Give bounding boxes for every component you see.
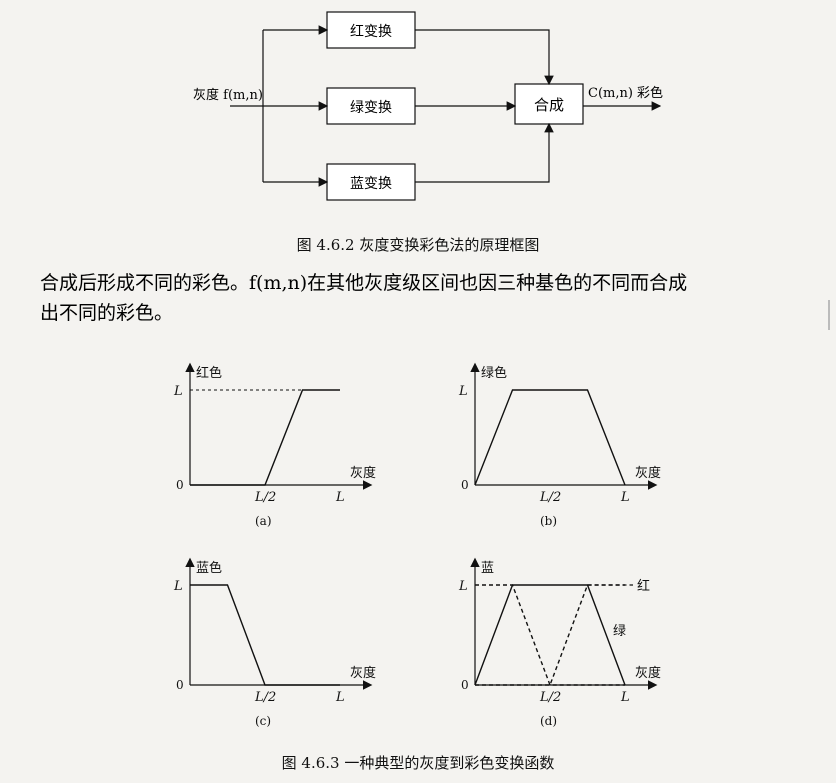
y-tick-label-L: L xyxy=(458,579,468,594)
figure-caption-4-6-3: 图 4.6.3 一种典型的灰度到彩色变换函数 xyxy=(281,754,555,772)
series-line-2 xyxy=(475,584,625,686)
y-axis-label: 红色 xyxy=(196,365,222,381)
red-transform-box xyxy=(326,11,416,49)
blue-transform-label: 蓝变换 xyxy=(350,175,392,192)
y-axis-label: 绿色 xyxy=(481,365,507,381)
margin-mark xyxy=(828,300,830,330)
input-label: 灰度 f(m,n) xyxy=(193,87,263,103)
x-tick-label-L: L xyxy=(335,490,345,505)
x-tick-label-half: L/2 xyxy=(539,690,561,705)
series-line xyxy=(190,389,340,486)
y-tick-label-L: L xyxy=(173,384,183,399)
series-line-0 xyxy=(475,584,625,686)
block-diagram: 红变换 绿变换 蓝变换 合成 灰度 f(m,n) C(m,n) 彩色 xyxy=(193,11,663,201)
x-axis-label: 灰度 xyxy=(635,665,661,681)
x-tick-label-half: L/2 xyxy=(254,490,276,505)
x-axis-label: 灰度 xyxy=(635,465,661,481)
body-paragraph: 合成后形成不同的彩色。f(m,n)在其他灰度级区间也因三种基色的不同而合成 出不… xyxy=(40,268,800,328)
series-line-1 xyxy=(474,584,626,686)
combine-label: 合成 xyxy=(534,96,564,114)
paragraph-line-1: 合成后形成不同的彩色。f(m,n)在其他灰度级区间也因三种基色的不同而合成 xyxy=(40,272,688,294)
y-tick-label-0: 0 xyxy=(461,478,469,492)
green-transform-label: 绿变换 xyxy=(350,99,392,116)
x-tick-label-L: L xyxy=(335,690,345,705)
x-tick-label-L: L xyxy=(620,490,630,505)
y-axis-label: 蓝 xyxy=(481,561,494,576)
x-axis-label: 灰度 xyxy=(350,665,376,681)
y-tick-label-0: 0 xyxy=(461,678,469,692)
panel-label: (a) xyxy=(255,514,272,528)
panel-label: (b) xyxy=(540,514,557,528)
y-tick-label-L: L xyxy=(458,384,468,399)
series-label-red: 红 xyxy=(637,578,650,594)
series-line xyxy=(474,389,626,486)
x-tick-label-half: L/2 xyxy=(254,690,276,705)
x-axis-label: 灰度 xyxy=(350,465,376,481)
panel-label: (d) xyxy=(540,714,557,728)
x-tick-label-L: L xyxy=(620,690,630,705)
panel-label: (c) xyxy=(255,714,271,728)
y-tick-label-L: L xyxy=(173,579,183,594)
output-label: C(m,n) 彩色 xyxy=(588,85,663,101)
y-tick-label-0: 0 xyxy=(176,478,184,492)
red-transform-label: 红变换 xyxy=(350,23,392,40)
series-line xyxy=(190,584,340,686)
x-tick-label-half: L/2 xyxy=(539,490,561,505)
series-label-green: 绿 xyxy=(613,624,626,639)
blue-transform-box xyxy=(326,163,416,201)
y-tick-label-0: 0 xyxy=(176,678,184,692)
y-axis-label: 蓝色 xyxy=(196,560,222,576)
paragraph-line-2: 出不同的彩色。 xyxy=(40,302,174,324)
figure-caption-4-6-2: 图 4.6.2 灰度变换彩色法的原理框图 xyxy=(296,236,540,254)
green-transform-box xyxy=(326,87,416,125)
combine-box xyxy=(514,83,584,125)
